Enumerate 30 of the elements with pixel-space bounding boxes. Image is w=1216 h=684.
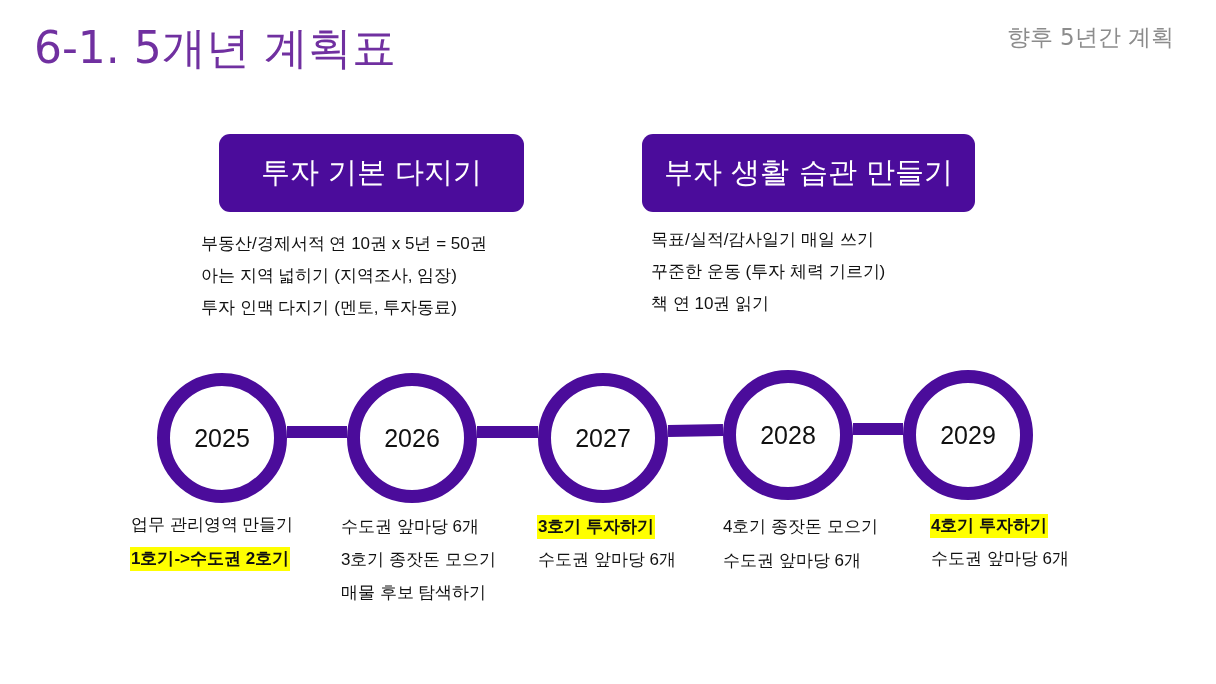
highlighted-plan-item: 3호기 투자하기 xyxy=(537,515,656,539)
connector-line xyxy=(667,424,724,437)
plan-item: 목표/실적/감사일기 매일 쓰기 xyxy=(650,229,875,251)
highlighted-plan-item: 4호기 투자하기 xyxy=(930,514,1049,538)
subtitle-text: 향후 5년간 계획 xyxy=(1006,23,1174,52)
phase-box: 부자 생활 습관 만들기 xyxy=(642,134,975,212)
connector-line xyxy=(853,423,903,435)
year-circle: 2027 xyxy=(538,373,668,503)
plan-item: 투자 인맥 다지기 (멘토, 투자동료) xyxy=(200,297,458,319)
plan-item: 3호기 종잣돈 모으기 xyxy=(340,549,497,571)
plan-item: 4호기 종잣돈 모으기 xyxy=(722,516,879,538)
plan-item: 아는 지역 넓히기 (지역조사, 임장) xyxy=(200,265,458,287)
connector-line xyxy=(477,426,538,438)
year-circle: 2028 xyxy=(723,370,853,500)
year-circle: 2026 xyxy=(347,373,477,503)
plan-item: 수도권 앞마당 6개 xyxy=(930,548,1070,570)
plan-item: 부동산/경제서적 연 10권 x 5년 = 50권 xyxy=(200,233,488,255)
plan-item: 매물 후보 탐색하기 xyxy=(340,582,488,604)
year-circle: 2025 xyxy=(157,373,287,503)
phase-box: 투자 기본 다지기 xyxy=(219,134,524,212)
plan-item: 수도권 앞마당 6개 xyxy=(537,549,677,571)
connector-line xyxy=(287,426,347,438)
plan-item: 책 연 10권 읽기 xyxy=(650,293,771,315)
plan-item: 수도권 앞마당 6개 xyxy=(722,550,862,572)
year-circle: 2029 xyxy=(903,370,1033,500)
plan-item: 꾸준한 운동 (투자 체력 기르기) xyxy=(650,261,887,283)
plan-item: 업무 관리영역 만들기 xyxy=(130,514,295,536)
page-title: 6-1. 5개년 계획표 xyxy=(34,21,396,75)
plan-item: 수도권 앞마당 6개 xyxy=(340,516,480,538)
highlighted-plan-item: 1호기->수도권 2호기 xyxy=(130,547,291,571)
